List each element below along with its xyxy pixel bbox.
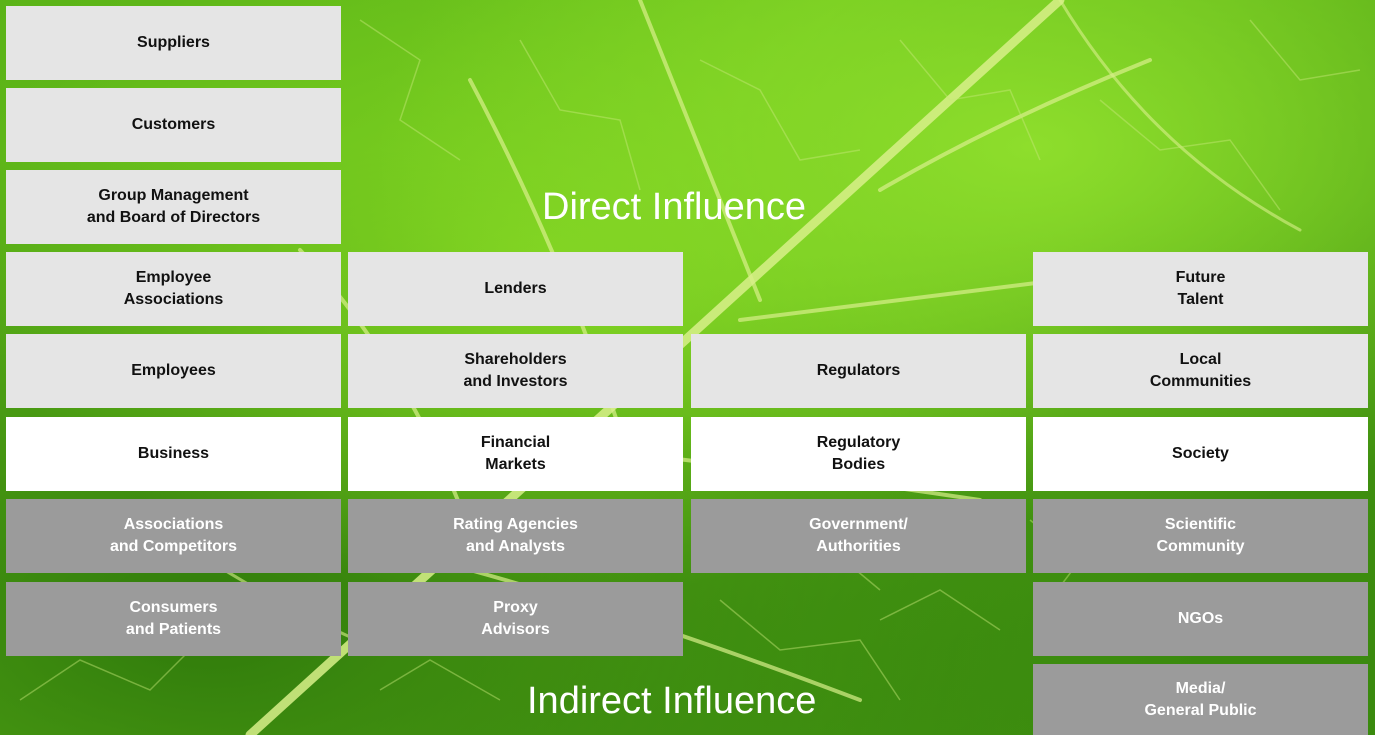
stakeholder-box-customers: Customers bbox=[6, 88, 341, 162]
stakeholder-box-proxy-advisors: Proxy Advisors bbox=[348, 582, 683, 656]
stakeholder-box-local-communities: Local Communities bbox=[1033, 334, 1368, 408]
stakeholder-box-employee-associations: Employee Associations bbox=[6, 252, 341, 326]
stakeholder-box-media-general-public: Media/ General Public bbox=[1033, 664, 1368, 735]
category-box-society: Society bbox=[1033, 417, 1368, 491]
stakeholder-box-group-management: Group Management and Board of Directors bbox=[6, 170, 341, 244]
stakeholder-box-consumers-patients: Consumers and Patients bbox=[6, 582, 341, 656]
stakeholder-box-lenders: Lenders bbox=[348, 252, 683, 326]
stakeholder-box-government-authorities: Government/ Authorities bbox=[691, 499, 1026, 573]
stakeholder-box-shareholders-investors: Shareholders and Investors bbox=[348, 334, 683, 408]
direct-influence-heading: Direct Influence bbox=[542, 186, 807, 228]
stakeholder-box-rating-agencies: Rating Agencies and Analysts bbox=[348, 499, 683, 573]
category-box-business: Business bbox=[6, 417, 341, 491]
stakeholder-box-scientific-community: Scientific Community bbox=[1033, 499, 1368, 573]
stakeholder-box-regulators: Regulators bbox=[691, 334, 1026, 408]
stakeholder-box-ngos: NGOs bbox=[1033, 582, 1368, 656]
indirect-influence-heading: Indirect Influence bbox=[527, 680, 817, 722]
category-box-regulatory-bodies: Regulatory Bodies bbox=[691, 417, 1026, 491]
stakeholder-box-associations-competitors: Associations and Competitors bbox=[6, 499, 341, 573]
stakeholder-box-suppliers: Suppliers bbox=[6, 6, 341, 80]
stakeholder-box-employees: Employees bbox=[6, 334, 341, 408]
category-box-financial-markets: Financial Markets bbox=[348, 417, 683, 491]
stakeholder-box-future-talent: Future Talent bbox=[1033, 252, 1368, 326]
